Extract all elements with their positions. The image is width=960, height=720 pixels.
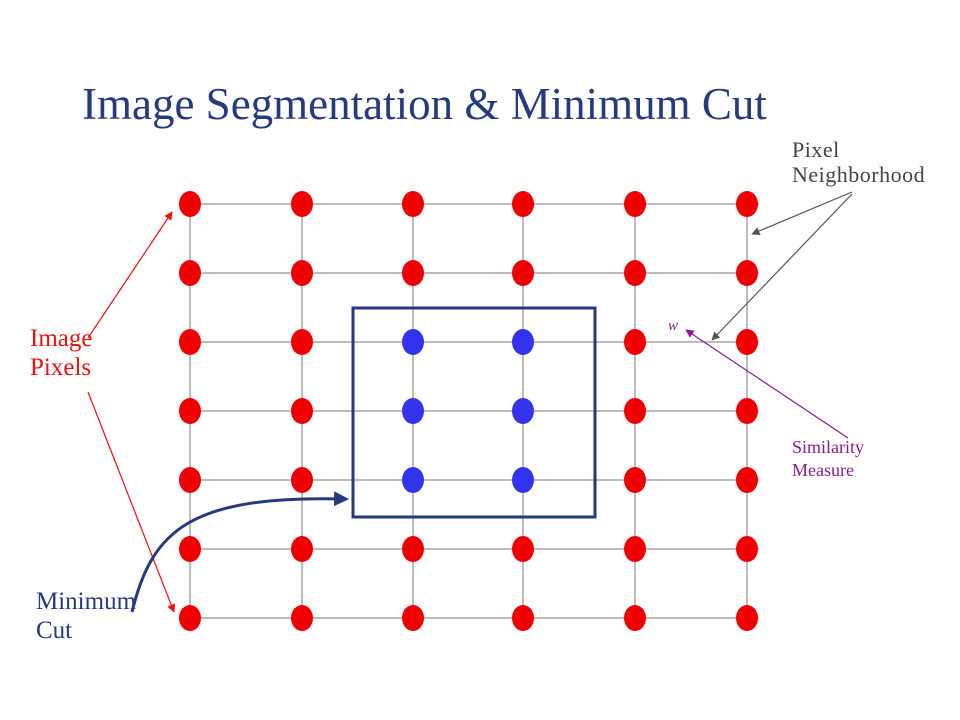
pixel-node	[736, 536, 758, 562]
segment-pixel-node	[402, 467, 424, 493]
similarity-measure-arrow	[685, 329, 849, 439]
annotation-arrows	[87, 191, 853, 613]
edge-weight-label: w	[668, 318, 679, 334]
pixel-neighborhood-label: Pixel Neighborhood	[792, 137, 925, 188]
pixel-neighborhood-label-line1: Pixel	[792, 137, 840, 162]
pixel-node	[736, 260, 758, 286]
pixel-node	[512, 605, 534, 631]
pixel-node	[179, 260, 201, 286]
pixel-node	[179, 536, 201, 562]
pixel-node	[512, 260, 534, 286]
pixel-node	[179, 329, 201, 355]
pixel-node	[624, 329, 646, 355]
segment-pixel-node	[402, 398, 424, 424]
image-pixels-label-line1: Image	[30, 325, 93, 352]
pixel-node	[402, 605, 424, 631]
pixel-node	[179, 191, 201, 217]
pixel-node	[291, 467, 313, 493]
pixel-node	[736, 467, 758, 493]
pixel-node	[179, 467, 201, 493]
pixel-node	[402, 191, 424, 217]
pixel-node	[736, 605, 758, 631]
segment-pixel-node	[512, 329, 534, 355]
pixel-node	[624, 467, 646, 493]
pixel-node	[179, 605, 201, 631]
similarity-measure-label: Similarity Measure	[792, 436, 864, 481]
image-pixels-arrow-up	[87, 211, 173, 339]
pixel-neighborhood-label-line2: Neighborhood	[792, 162, 926, 188]
pixel-node	[291, 605, 313, 631]
pixel-node	[512, 536, 534, 562]
minimum-cut-label-line2: Cut	[36, 616, 73, 644]
pixel-node	[736, 191, 758, 217]
pixel-node	[624, 191, 646, 217]
grid-edges	[189, 203, 759, 630]
minimum-cut-boundary	[351, 306, 597, 519]
pixel-node	[291, 536, 313, 562]
pixel-node	[736, 398, 758, 424]
segment-pixel-node	[512, 467, 534, 493]
pixel-node	[291, 260, 313, 286]
similarity-measure-label-line2: Measure	[792, 459, 854, 480]
pixel-node	[624, 398, 646, 424]
pixel-node	[624, 260, 646, 286]
pixel-node	[512, 191, 534, 217]
similarity-measure-label-line1: Similarity	[792, 437, 864, 457]
pixel-node	[291, 398, 313, 424]
pixel-node	[291, 329, 313, 355]
minimum-cut-arrow	[130, 491, 349, 613]
pixel-node	[179, 398, 201, 424]
pixel-nodes	[179, 191, 758, 631]
pixel-node	[402, 260, 424, 286]
pixel-neighborhood-arrow-1	[751, 191, 853, 235]
segment-pixel-node	[402, 329, 424, 355]
image-pixels-label: Image Pixels	[30, 325, 92, 383]
segment-pixel-node	[512, 398, 534, 424]
image-pixels-label-line2: Pixels	[30, 353, 92, 381]
slide-title: Image Segmentation & Minimum Cut	[82, 79, 767, 129]
pixel-node	[624, 605, 646, 631]
minimum-cut-label-line1: Minimum	[36, 588, 137, 615]
image-pixels-arrow-down	[87, 391, 176, 613]
pixel-node	[402, 536, 424, 562]
pixel-node	[291, 191, 313, 217]
pixel-node	[736, 329, 758, 355]
minimum-cut-label: Minimum Cut	[36, 588, 136, 646]
pixel-node	[624, 536, 646, 562]
pixel-neighborhood-arrow-2	[711, 193, 853, 341]
